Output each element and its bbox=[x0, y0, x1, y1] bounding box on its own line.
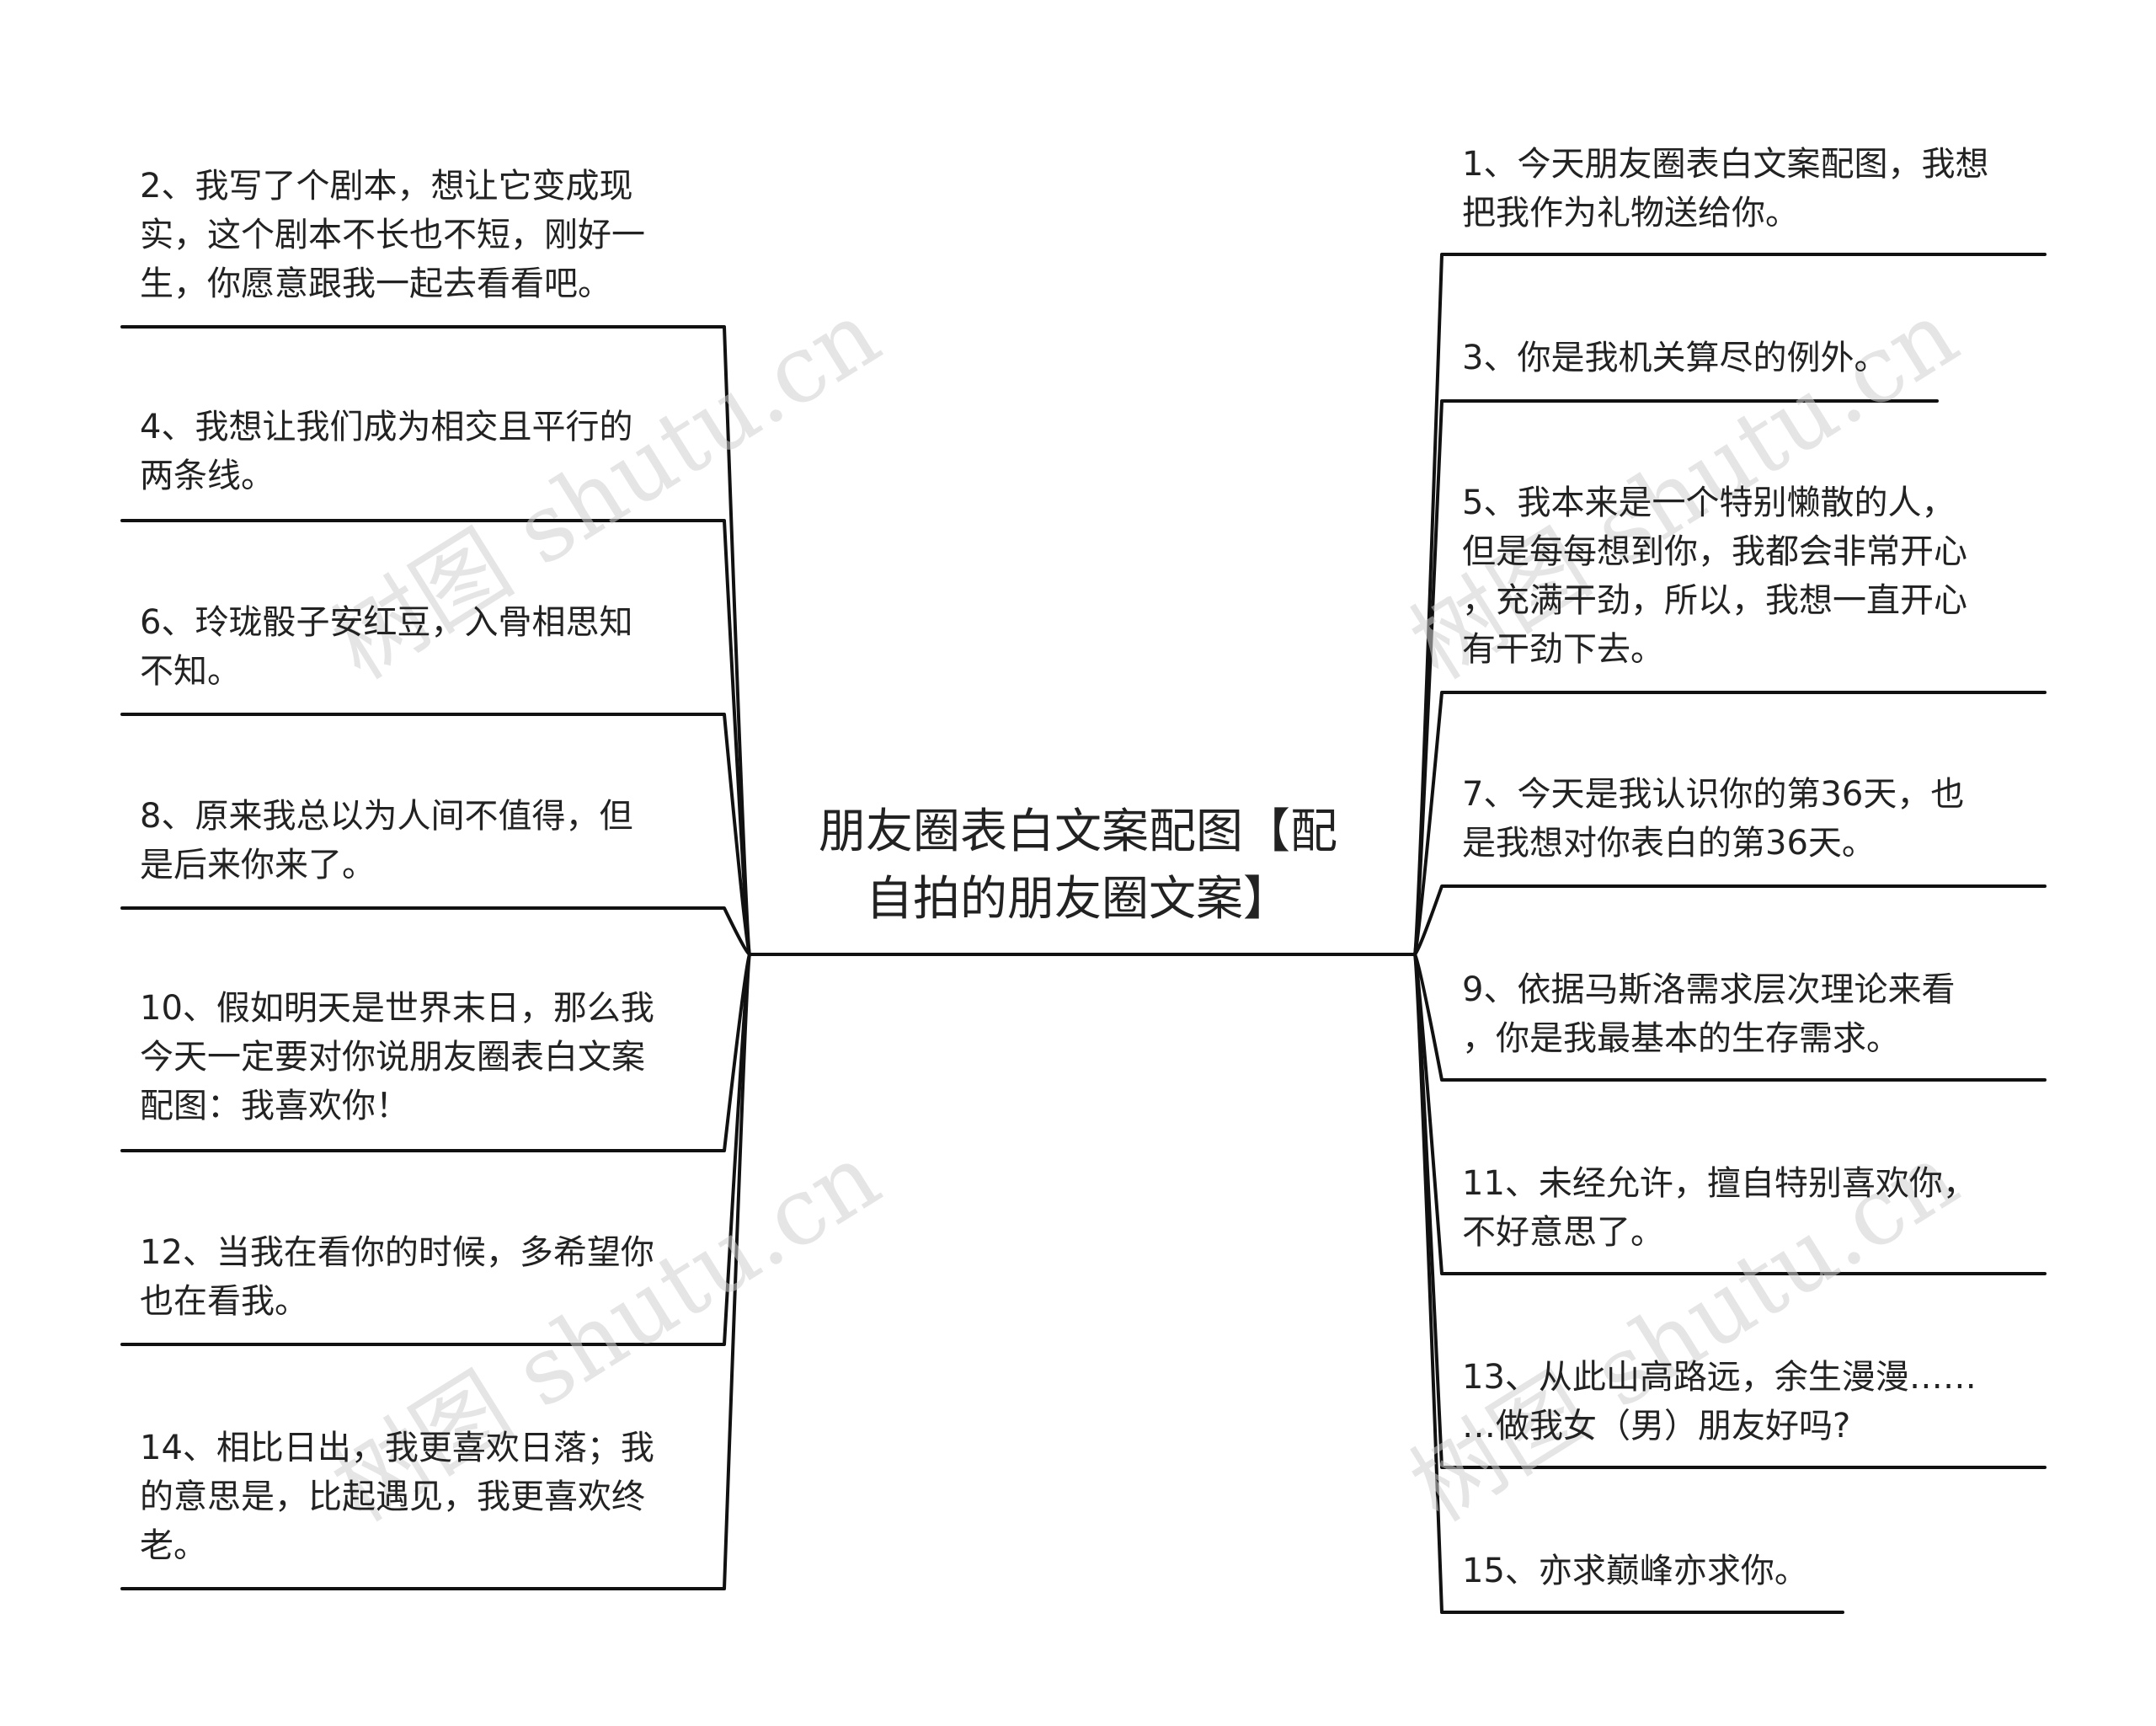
right-branch-7: 13、从此山高路远，余生漫漫…… …做我女（男）朋友好吗? bbox=[1462, 1358, 1977, 1445]
right-branch-5: 9、依据马斯洛需求层次理论来看 ，你是我最基本的生存需求。 bbox=[1462, 970, 1956, 1058]
left-connector-4 bbox=[120, 906, 751, 956]
left-branch-1: 2、我写了个剧本，想让它变成现 实，这个剧本不长也不短，刚好一 生，你愿意跟我一… bbox=[140, 167, 645, 303]
left-branch-3: 6、玲珑骰子安红豆，入骨相思知 不知。 bbox=[140, 603, 633, 691]
right-branch-2: 3、你是我机关算尽的例外。 bbox=[1462, 339, 1888, 377]
right-branch-3: 5、我本来是一个特别懒散的人， 但是每每想到你，我都会非常开心 ，充满干劲，所以… bbox=[1462, 484, 1967, 669]
left-branch-6: 12、当我在看你的时候，多希望你 也在看我。 bbox=[140, 1233, 654, 1321]
right-connector-4 bbox=[1413, 884, 2047, 956]
right-branch-1: 1、今天朋友圈表白文案配图，我想 把我作为礼物送给你。 bbox=[1462, 145, 1989, 232]
left-branch-5: 10、假如明天是世界末日，那么我 今天一定要对你说朋友圈表白文案 配图：我喜欢你… bbox=[140, 989, 654, 1125]
right-branch-6: 11、未经允许，擅自特别喜欢你， 不好意思了。 bbox=[1462, 1164, 1977, 1252]
central-topic: 朋友圈表白文案配图【配 自拍的朋友圈文案】 bbox=[819, 804, 1337, 927]
right-connector-3 bbox=[1413, 691, 2047, 956]
left-connector-7 bbox=[120, 953, 751, 1590]
left-connector-3 bbox=[120, 713, 751, 956]
left-branch-2: 4、我想让我们成为相交且平行的 两条线。 bbox=[140, 408, 633, 495]
left-branch-7: 14、相比日出，我更喜欢日落；我 的意思是，比起遇见，我更喜欢终 老。 bbox=[140, 1429, 654, 1565]
left-branch-4: 8、原来我总以为人间不值得，但 是后来你来了。 bbox=[140, 797, 633, 884]
right-branch-8: 15、亦求巅峰亦求你。 bbox=[1462, 1552, 1808, 1590]
right-branch-4: 7、今天是我认识你的第36天，也 是我想对你表白的第36天。 bbox=[1462, 775, 1965, 863]
right-connector-8 bbox=[1413, 953, 1844, 1614]
